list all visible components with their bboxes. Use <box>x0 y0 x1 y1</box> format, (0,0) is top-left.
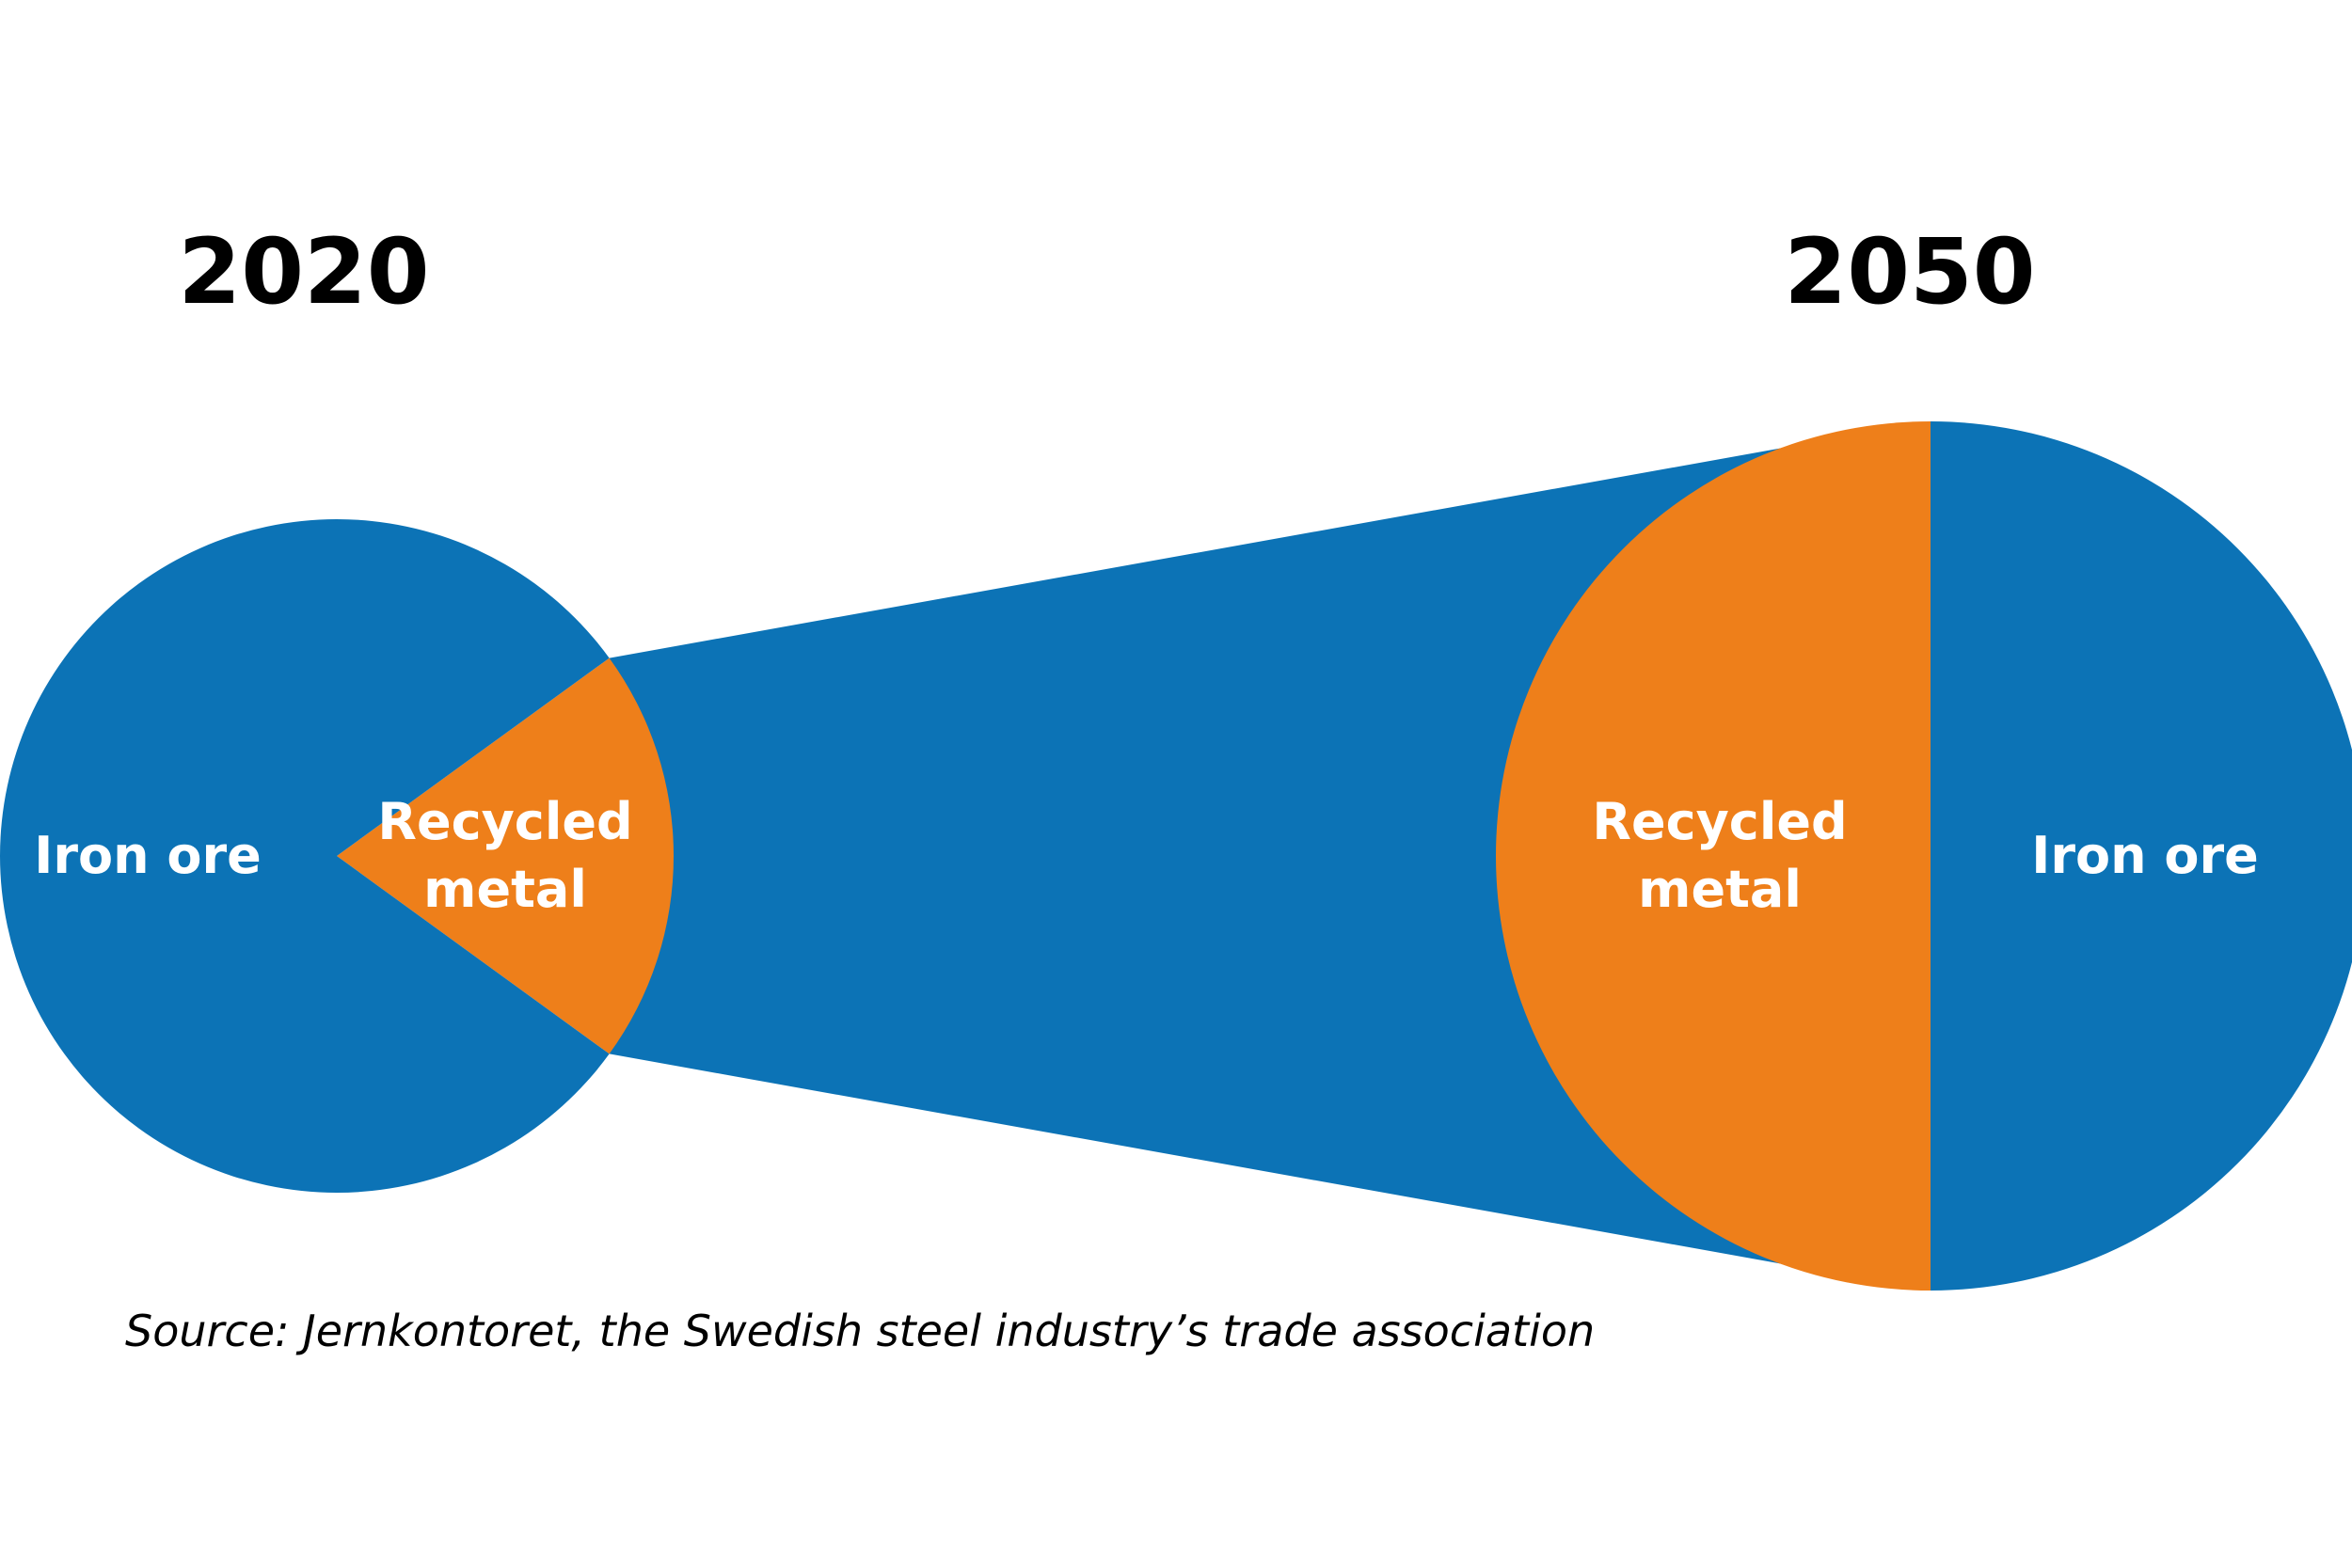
chart-title-2020: 2020 <box>178 219 429 325</box>
pie-slice-iron-ore-2050 <box>1931 421 2352 1291</box>
slice-label-iron-ore-2050: Iron ore <box>2031 826 2258 885</box>
pie-slice-recycled-metal-2050 <box>1496 421 1931 1291</box>
pie-2020 <box>0 518 675 1193</box>
slice-label-recycled-metal-2050: Recycled <box>1592 792 1847 851</box>
chart-title-2050: 2050 <box>1784 219 2035 325</box>
source-note: Source: Jernkontoret, the Swedish steel … <box>125 1306 1596 1356</box>
slice-label-iron-ore-2020: Iron ore <box>34 826 261 885</box>
slice-label-recycled-metal-2020: Recycled <box>377 792 632 851</box>
pie-2050 <box>1496 421 2352 1291</box>
pie-slice-iron-ore-2020 <box>0 518 610 1193</box>
slice-label-recycled-metal-2020: metal <box>423 860 587 919</box>
slice-label-recycled-metal-2050: metal <box>1638 860 1802 919</box>
pie-slice-recycled-metal-2020 <box>337 657 675 1054</box>
